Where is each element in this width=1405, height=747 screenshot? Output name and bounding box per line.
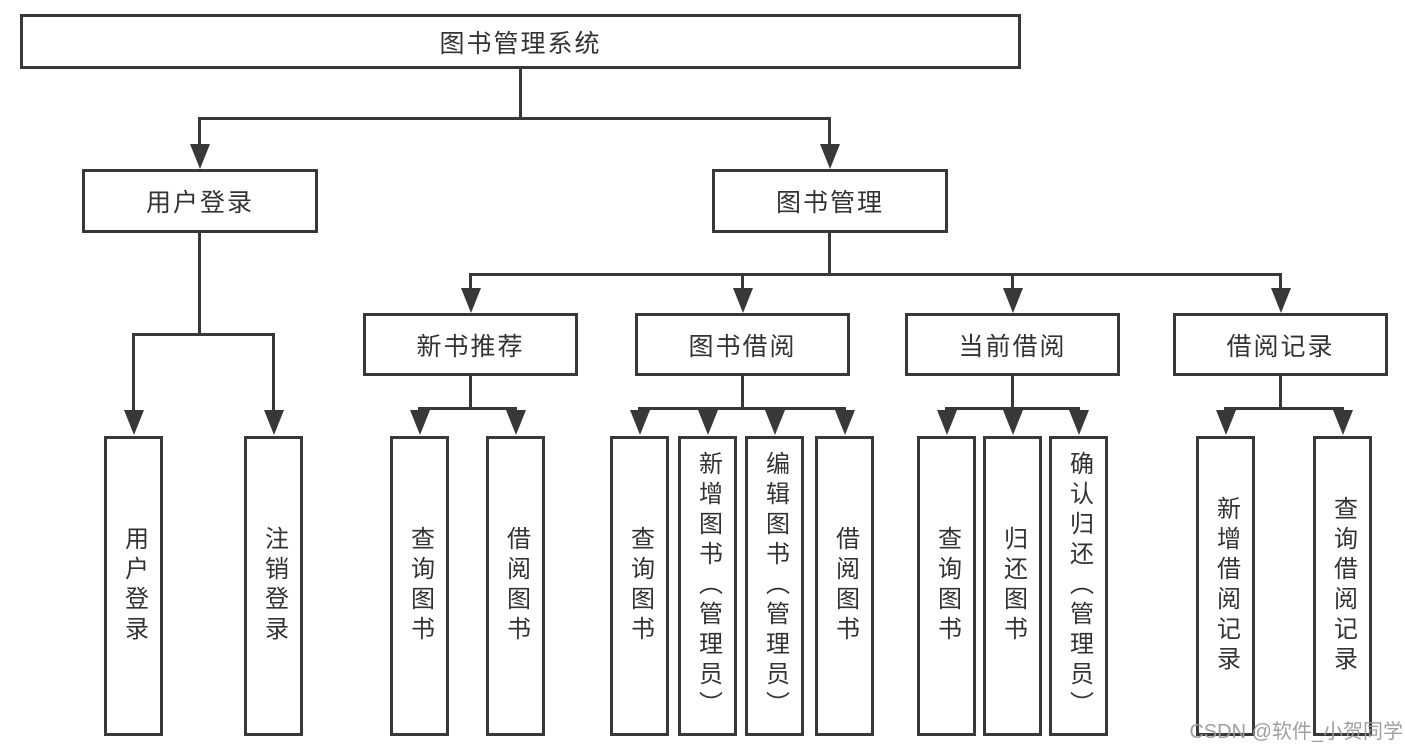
- arrow-down-icon: [1271, 288, 1291, 313]
- leaf-query-books-current: 查询图书: [917, 436, 976, 736]
- arrow-down-icon: [733, 288, 753, 313]
- connector-line: [741, 273, 744, 288]
- leaf-query-books-borrow: 查询图书: [610, 436, 669, 736]
- leaf-logout: 注销登录: [244, 436, 303, 736]
- node-user-login-label: 用户登录: [145, 189, 254, 217]
- connector-line: [519, 69, 522, 118]
- node-library-system-label: 图书管理系统: [439, 29, 602, 58]
- leaf-return-book-label: 归还图书: [999, 526, 1027, 646]
- arrow-down-icon: [1333, 410, 1353, 435]
- leaf-borrow-books-recommend: 借阅图书: [486, 436, 545, 736]
- node-book-borrow: 图书借阅: [635, 313, 850, 376]
- leaf-return-book: 归还图书: [983, 436, 1042, 736]
- arrow-down-icon: [1003, 288, 1023, 313]
- connector-line: [132, 333, 135, 412]
- connector-line: [1279, 273, 1282, 288]
- connector-line: [638, 407, 846, 410]
- leaf-borrow-books: 借阅图书: [815, 436, 874, 736]
- connector-line: [1279, 376, 1282, 409]
- leaf-edit-book-admin: 编辑图书（管理员）: [745, 436, 804, 736]
- node-book-management-label: 图书管理: [775, 189, 884, 217]
- leaf-confirm-return-admin-label: 确认归还（管理员）: [1065, 451, 1093, 721]
- connector-line: [198, 117, 831, 120]
- arrow-down-icon: [698, 410, 718, 435]
- arrow-down-icon: [264, 410, 284, 435]
- connector-line: [828, 117, 831, 145]
- arrow-down-icon: [461, 288, 481, 313]
- arrow-down-icon: [1069, 410, 1089, 435]
- arrow-down-icon: [835, 410, 855, 435]
- arrow-down-icon: [765, 410, 785, 435]
- leaf-add-borrow-record-label: 新增借阅记录: [1212, 496, 1240, 676]
- connector-line: [828, 233, 831, 276]
- leaf-query-books-recommend-label: 查询图书: [406, 526, 434, 646]
- arrow-down-icon: [124, 410, 144, 435]
- leaf-add-book-admin: 新增图书（管理员）: [678, 436, 737, 736]
- node-book-management: 图书管理: [712, 169, 948, 233]
- leaf-logout-label: 注销登录: [260, 526, 288, 646]
- leaf-confirm-return-admin: 确认归还（管理员）: [1049, 436, 1108, 736]
- leaf-query-books-current-label: 查询图书: [933, 526, 961, 646]
- node-book-borrow-label: 图书借阅: [688, 332, 797, 361]
- arrow-down-icon: [410, 410, 430, 435]
- leaf-borrow-books-recommend-label: 借阅图书: [502, 526, 530, 646]
- arrow-down-icon: [820, 144, 840, 169]
- node-current-borrow: 当前借阅: [905, 313, 1120, 376]
- leaf-edit-book-admin-label: 编辑图书（管理员）: [761, 451, 789, 721]
- arrow-down-icon: [937, 410, 957, 435]
- leaf-add-book-admin-label: 新增图书（管理员）: [694, 451, 722, 721]
- connector-line: [469, 273, 472, 288]
- connector-line: [1011, 273, 1014, 288]
- connector-line: [418, 407, 517, 410]
- leaf-user-login: 用户登录: [104, 436, 163, 736]
- node-new-book-recommend: 新书推荐: [363, 313, 578, 376]
- connector-line: [469, 376, 472, 409]
- node-user-login: 用户登录: [82, 169, 318, 233]
- connector-line: [1224, 407, 1344, 410]
- connector-line: [132, 333, 275, 336]
- leaf-query-books-recommend: 查询图书: [390, 436, 449, 736]
- connector-line: [1011, 376, 1014, 409]
- connector-line: [198, 233, 201, 335]
- watermark: CSDN @软件_小贺同学: [1189, 721, 1403, 743]
- node-borrow-records-label: 借阅记录: [1226, 332, 1335, 361]
- node-borrow-records: 借阅记录: [1173, 313, 1388, 376]
- node-new-book-recommend-label: 新书推荐: [416, 332, 525, 361]
- node-library-system: 图书管理系统: [20, 14, 1021, 69]
- connector-line: [469, 273, 1282, 276]
- leaf-query-borrow-record: 查询借阅记录: [1313, 436, 1372, 736]
- arrow-down-icon: [1216, 410, 1236, 435]
- leaf-add-borrow-record: 新增借阅记录: [1196, 436, 1255, 736]
- arrow-down-icon: [190, 144, 210, 169]
- leaf-query-books-borrow-label: 查询图书: [626, 526, 654, 646]
- arrow-down-icon: [630, 410, 650, 435]
- node-current-borrow-label: 当前借阅: [958, 332, 1067, 361]
- leaf-query-borrow-record-label: 查询借阅记录: [1329, 496, 1357, 676]
- leaf-borrow-books-label: 借阅图书: [831, 526, 859, 646]
- arrow-down-icon: [1003, 410, 1023, 435]
- connector-line: [741, 376, 744, 409]
- connector-line: [272, 333, 275, 412]
- leaf-user-login-label: 用户登录: [120, 526, 148, 646]
- connector-line: [198, 117, 201, 145]
- arrow-down-icon: [506, 410, 526, 435]
